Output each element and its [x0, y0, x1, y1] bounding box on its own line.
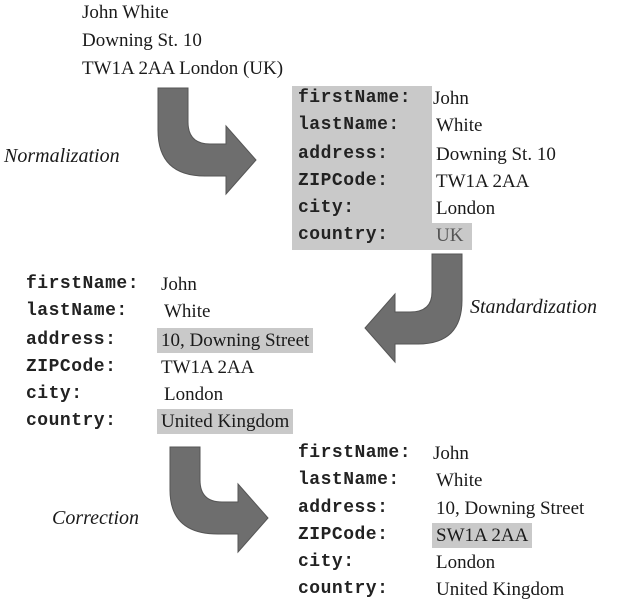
- field-key: ZIPCode:: [26, 357, 117, 377]
- field-key: country:: [298, 225, 389, 245]
- raw-address-line-3: TW1A 2AA London (UK): [82, 58, 284, 79]
- field-key: firstName:: [298, 88, 412, 108]
- raw-address-line-2: Downing St. 10: [82, 30, 202, 51]
- field-value: TW1A 2AA: [436, 171, 530, 192]
- normalized-country-highlight: [432, 223, 472, 250]
- standardization-label: Standardization: [470, 296, 598, 318]
- field-key: address:: [298, 498, 389, 518]
- field-value-highlighted: United Kingdom: [157, 409, 294, 434]
- field-value: Downing St. 10: [436, 144, 556, 165]
- field-key: lastName:: [298, 470, 400, 490]
- field-key: lastName:: [26, 301, 128, 321]
- field-value: UK: [436, 225, 464, 246]
- field-key: ZIPCode:: [298, 525, 389, 545]
- field-value: United Kingdom: [436, 579, 565, 600]
- standardization-arrow-icon: [364, 253, 463, 364]
- normalization-label: Normalization: [4, 145, 120, 167]
- field-key: city:: [26, 384, 83, 404]
- field-value-highlighted: SW1A 2AA: [432, 523, 533, 548]
- field-value: White: [436, 470, 483, 491]
- field-value: White: [164, 301, 211, 322]
- raw-address-line-1: John White: [82, 2, 169, 23]
- field-key: firstName:: [298, 443, 412, 463]
- correction-arrow-icon: [169, 446, 269, 554]
- field-value: 10, Downing Street: [436, 498, 585, 519]
- field-key: city:: [298, 552, 355, 572]
- normalization-arrow-icon: [157, 87, 257, 196]
- field-key: ZIPCode:: [298, 171, 389, 191]
- field-key: country:: [298, 579, 389, 599]
- field-key: address:: [26, 330, 117, 350]
- field-key: country:: [26, 411, 117, 431]
- field-key: lastName:: [298, 115, 400, 135]
- field-value: John: [433, 88, 469, 109]
- field-value: London: [436, 198, 496, 219]
- field-key: city:: [298, 198, 355, 218]
- field-value: London: [164, 384, 224, 405]
- field-value: TW1A 2AA: [161, 357, 255, 378]
- field-value-highlighted: 10, Downing Street: [157, 328, 314, 353]
- correction-label: Correction: [52, 507, 140, 529]
- field-key: address:: [298, 144, 389, 164]
- field-value: London: [436, 552, 496, 573]
- normalized-record-highlight: [292, 86, 432, 250]
- field-value: White: [436, 115, 483, 136]
- field-value: John: [161, 274, 197, 295]
- field-value: John: [433, 443, 469, 464]
- field-key: firstName:: [26, 274, 140, 294]
